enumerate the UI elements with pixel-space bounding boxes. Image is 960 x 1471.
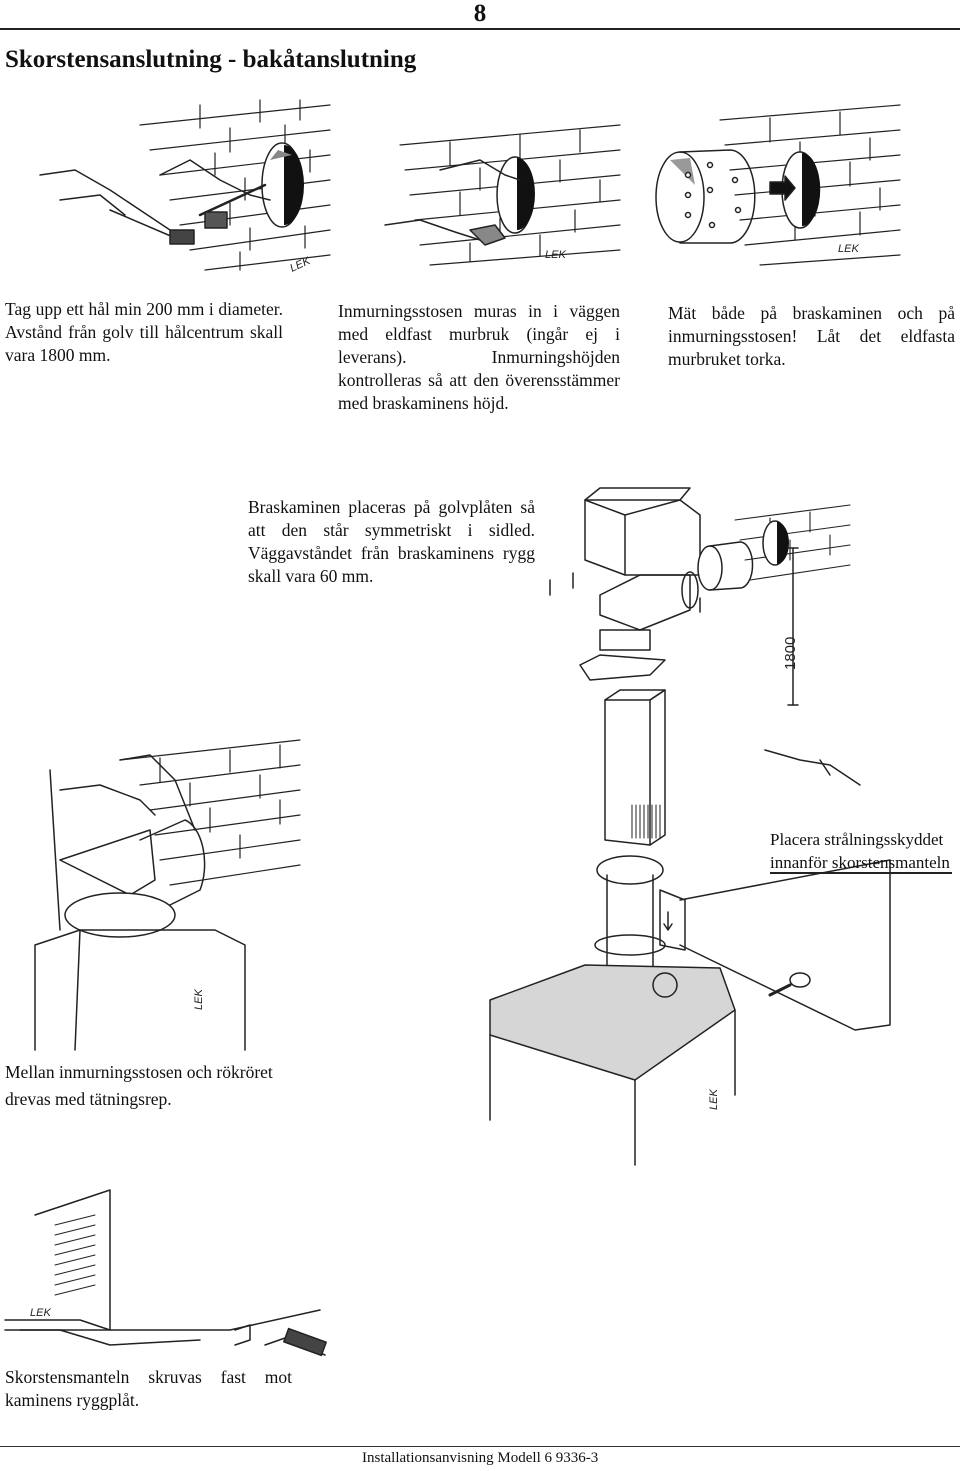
svg-text:LEK: LEK [193,989,205,1010]
step-2-text: Inmurningsstosen muras in i väggen med e… [338,301,620,413]
svg-text:LEK: LEK [838,243,859,255]
page-title: Skorstensanslutning - bakåtanslutning [5,46,417,73]
step-6-text: Skorstensmanteln skruvas fast mot kamine… [5,1367,292,1410]
step-3-text: Mät både på braskaminen och på inmurning… [668,303,955,369]
radiation-shield-callout: Placera strålningsskyddet innanför skors… [770,828,950,874]
figure-mortar-collar: LEK [384,124,621,266]
figure-caulking: LEK [34,739,301,1051]
svg-text:LEK: LEK [708,1089,720,1110]
svg-text:1800: 1800 [782,637,799,670]
step-5-text: Mellan inmurningsstosen och rökröret dre… [5,1062,273,1109]
step-4-text: Braskaminen placeras på golvplåten så at… [248,497,535,586]
page-number: 8 [473,0,487,27]
callout-line-1: Placera strålningsskyddet [770,830,944,849]
figure-chimney-mantle: LEK [489,689,891,1166]
svg-text:LEK: LEK [545,249,566,261]
svg-text:LEK: LEK [30,1307,51,1319]
figure-collar-sleeve: LEK [655,104,901,266]
figure-drill-hole: LEK [39,99,331,275]
step-1-text: Tag upp ett hål min 200 mm i diameter. A… [5,299,283,365]
figure-screw-mantle: LEK [4,1189,327,1357]
callout-underline [770,872,952,874]
footer-rule [0,1446,960,1447]
figure-exploded-view: 1800 [549,487,851,706]
callout-line-2: innanför skorstensmanteln [770,853,950,872]
footer-text: Installationsanvisning Modell 6 9336-3 [362,1450,599,1466]
header-rule [0,28,960,30]
